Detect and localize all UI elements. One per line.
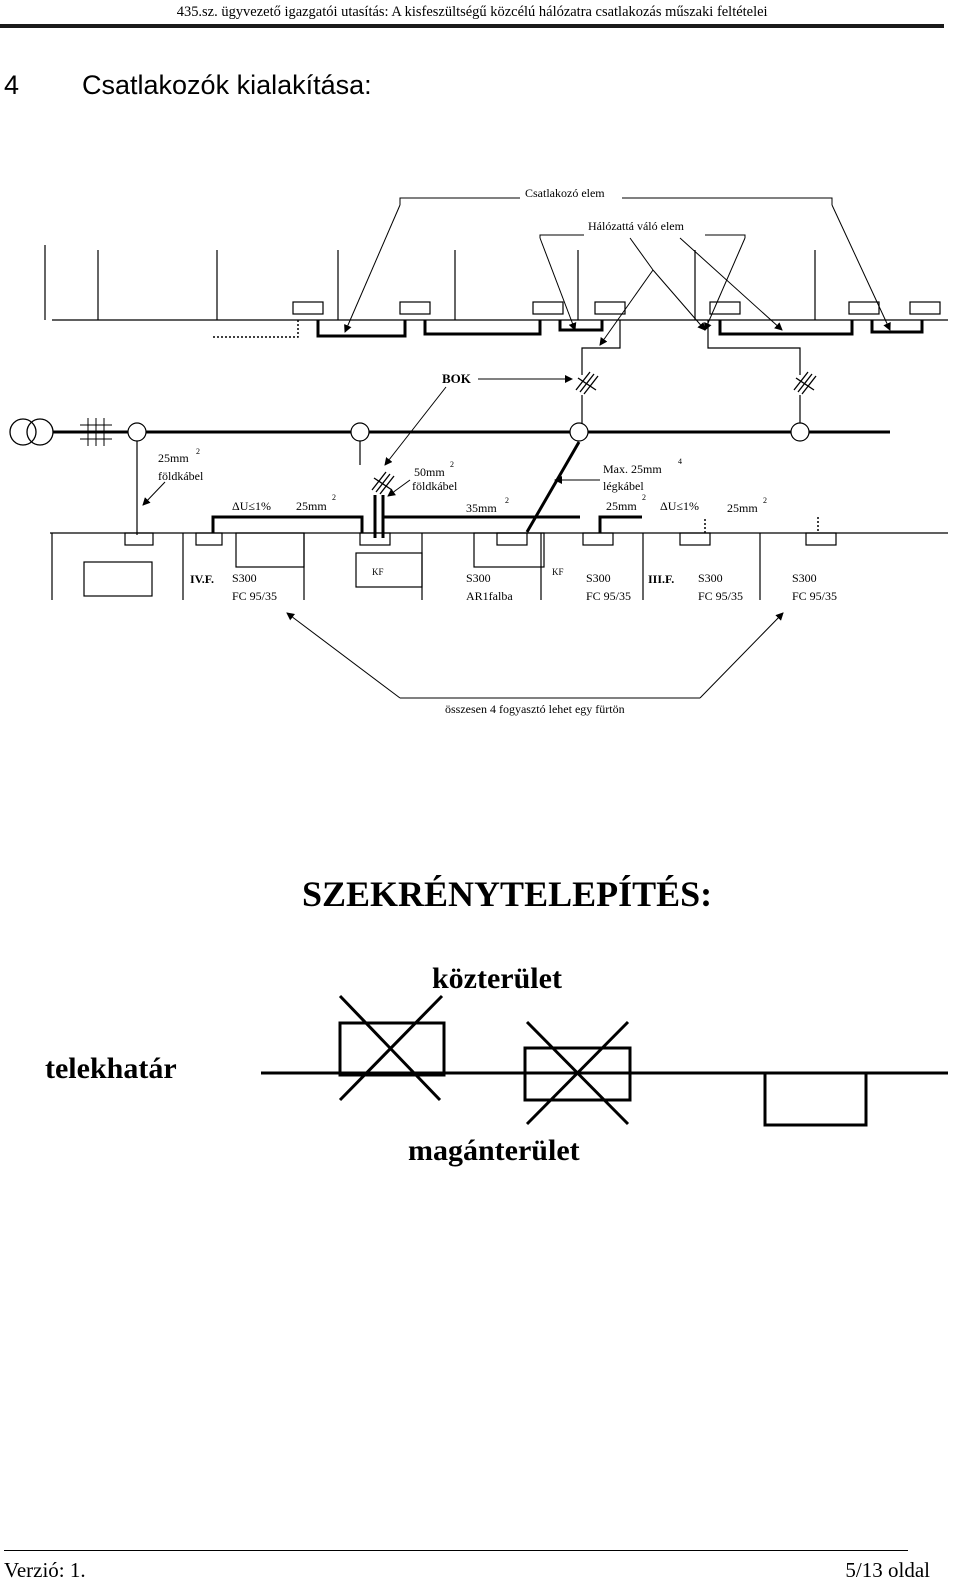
sq-mark: 2 <box>763 496 767 505</box>
label-au-right: ΔU≤1% <box>660 499 699 513</box>
section-title: 4 Csatlakozók kialakítása: <box>4 70 372 101</box>
box-label-type: FC 95/35 <box>698 589 743 603</box>
label-au-left: ΔU≤1% <box>232 499 271 513</box>
label-arrows <box>539 204 891 346</box>
sq-mark: 2 <box>450 460 454 469</box>
box-label-type: AR1falba <box>466 589 513 603</box>
drop-lines <box>581 320 801 432</box>
distribution-cables <box>211 515 642 533</box>
label-kf-b: KF <box>552 567 564 577</box>
label-50-foldkabel-b: földkábel <box>412 479 458 493</box>
crossed-cabinet-1 <box>338 994 446 1102</box>
label-35mm: 35mm <box>466 501 497 515</box>
label-ivf: IV.F. <box>190 572 214 586</box>
label-maganterulet: magánterület <box>408 1134 580 1167</box>
label-kf-a: KF <box>372 567 384 577</box>
footer-page-number: 5/13 oldal <box>845 1558 930 1582</box>
box-label-name: S300 <box>792 571 817 585</box>
label-25-foldkabel-a: 25mm <box>158 451 189 465</box>
label-50-foldkabel-a: 50mm <box>414 465 445 479</box>
label-max-legkabel-b: légkábel <box>603 479 644 493</box>
overhead-network <box>44 245 948 321</box>
box-label-name: S300 <box>586 571 611 585</box>
box-label-type: FC 95/35 <box>792 589 837 603</box>
header-text: 435.sz. ügyvezető igazgatói utasítás: A … <box>176 4 768 20</box>
box-label-type: FC 95/35 <box>232 589 277 603</box>
label-kozterulet: közterület <box>432 962 562 995</box>
sq-mark: 2 <box>642 493 646 502</box>
footer-divider <box>4 1550 908 1551</box>
box-labels: S300 FC 95/35 S300 AR1falba S300 FC 95/3… <box>232 571 837 603</box>
label-25-foldkabel-b: földkábel <box>158 469 204 483</box>
label-25mm-a: 25mm <box>296 499 327 513</box>
connection-diagram: Csatlakozó elem Hálózattá váló elem BOK <box>9 186 948 716</box>
label-brackets <box>344 197 833 333</box>
ground-cables <box>136 441 581 538</box>
box-label-type: FC 95/35 <box>586 589 631 603</box>
lower-distribution <box>50 532 948 600</box>
sq-mark: 2 <box>505 496 509 505</box>
dotted-connection <box>213 320 299 338</box>
dotted-cables <box>704 517 819 533</box>
box-label-name: S300 <box>232 571 257 585</box>
label-bok: BOK <box>442 371 472 386</box>
service-connections <box>316 320 924 338</box>
sq-mark: 2 <box>196 447 200 456</box>
crossed-cabinet-2 <box>523 1020 632 1126</box>
fourth-mark: 4 <box>678 457 682 466</box>
label-csatlakozo-elem: Csatlakozó elem <box>525 186 605 200</box>
section-title-text: Csatlakozók kialakítása: <box>82 70 372 100</box>
cabinet-title: SZEKRÉNYTELEPÍTÉS: <box>302 874 712 914</box>
label-halozatta-valo-elem: Hálózattá váló elem <box>588 219 685 233</box>
lv-main-line <box>9 418 890 446</box>
sq-mark: 2 <box>332 493 336 502</box>
footer-version: Verzió: 1. <box>4 1558 86 1582</box>
page-header: 435.sz. ügyvezető igazgatói utasítás: A … <box>0 0 944 28</box>
box-label-name: S300 <box>698 571 723 585</box>
label-iiif: III.F. <box>648 572 674 586</box>
bottom-brace <box>286 612 784 699</box>
label-osszesen: összesen 4 fogyasztó lehet egy fürtön <box>445 702 625 716</box>
bok-symbols <box>371 371 817 495</box>
label-telekhatar: telekhatár <box>45 1052 177 1085</box>
box-label-name: S300 <box>466 571 491 585</box>
section-number: 4 <box>4 70 20 100</box>
correct-cabinet <box>763 1071 868 1127</box>
label-max-legkabel-a: Max. 25mm <box>603 462 662 476</box>
label-25mm-c: 25mm <box>727 501 758 515</box>
cabinet-installation-diagram: SZEKRÉNYTELEPÍTÉS: közterület telekhatár… <box>45 874 948 1167</box>
label-25mm-b: 25mm <box>606 499 637 513</box>
